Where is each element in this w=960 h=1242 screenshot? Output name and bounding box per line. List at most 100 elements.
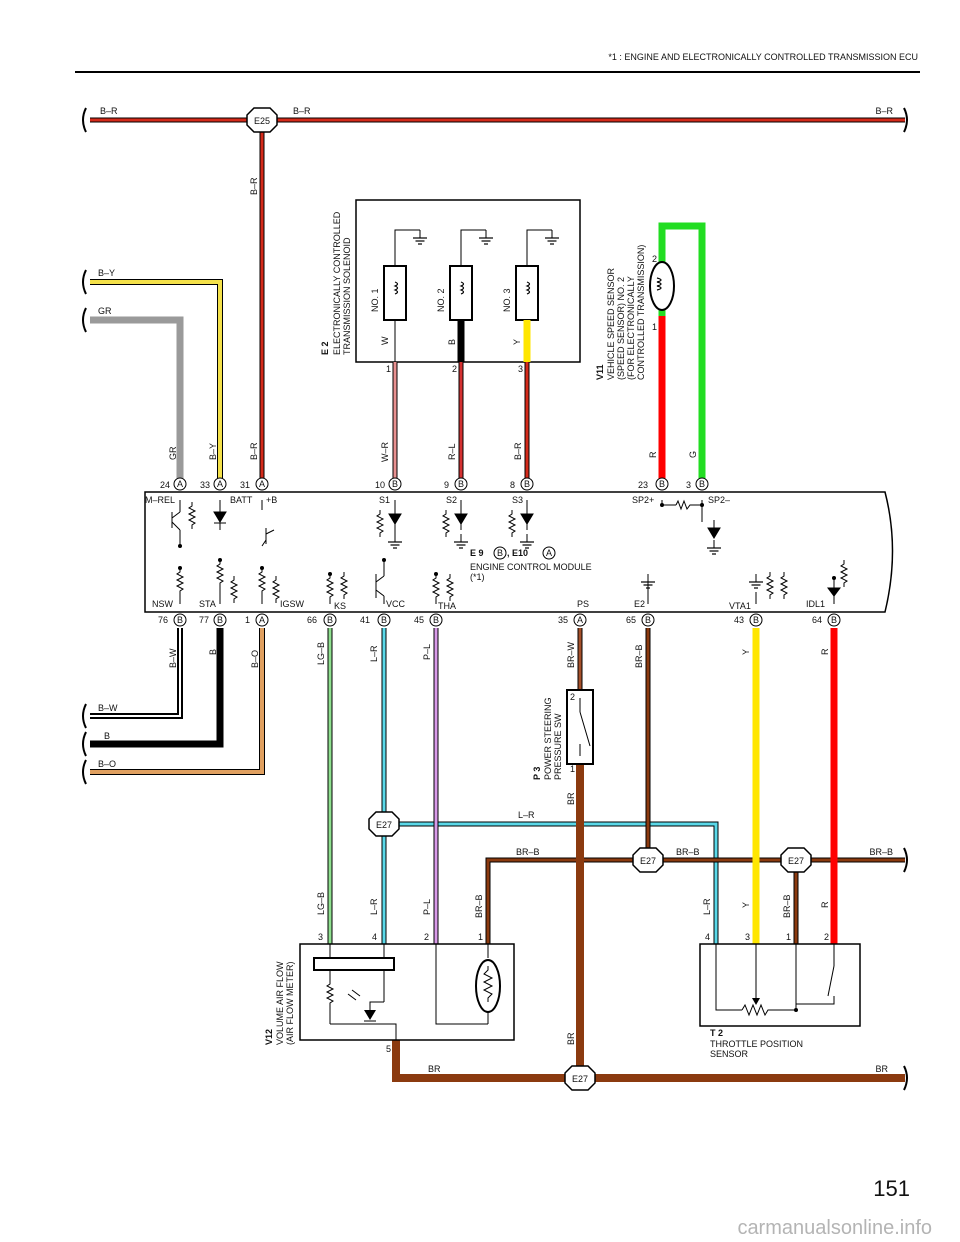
svg-text:B: B xyxy=(392,479,398,489)
svg-text:A: A xyxy=(177,479,183,489)
wire-label: L–R xyxy=(369,898,379,915)
svg-text:E2: E2 xyxy=(634,599,645,609)
wire-label: B–R xyxy=(249,177,259,195)
wire-break-mark xyxy=(903,107,908,133)
svg-text:4: 4 xyxy=(705,932,710,942)
wire-label: BR xyxy=(875,1064,888,1074)
svg-text:B: B xyxy=(381,615,387,625)
wire-label: GR xyxy=(98,306,112,316)
svg-text:S3: S3 xyxy=(512,495,523,505)
wire-label: LG–B xyxy=(316,892,326,915)
svg-text:E25: E25 xyxy=(254,116,270,126)
wire-label: R–L xyxy=(447,443,457,460)
wire-b xyxy=(90,628,224,748)
wire-label: BR–B xyxy=(516,847,540,857)
svg-text:3: 3 xyxy=(686,480,691,490)
wire-label: B–R xyxy=(513,442,523,460)
svg-text:8: 8 xyxy=(510,480,515,490)
junction-e25: E25 xyxy=(246,107,278,133)
wire-break-mark xyxy=(82,107,87,133)
wire-label: GR xyxy=(168,446,178,460)
wire-label: LG–B xyxy=(316,642,326,665)
svg-text:THROTTLE POSITION: THROTTLE POSITION xyxy=(710,1039,803,1049)
svg-text:1: 1 xyxy=(786,932,791,942)
svg-text:5: 5 xyxy=(386,1044,391,1054)
svg-text:R: R xyxy=(648,451,658,458)
wire-label: Y xyxy=(741,902,751,908)
wire-label: B–Y xyxy=(208,443,218,460)
svg-text:SP2+: SP2+ xyxy=(632,495,654,505)
svg-text:1: 1 xyxy=(478,932,483,942)
svg-text:P 3: P 3 xyxy=(532,767,542,780)
wire-break-mark xyxy=(82,759,87,785)
svg-text:SENSOR: SENSOR xyxy=(710,1049,749,1059)
wire-break-mark xyxy=(903,847,908,873)
svg-text:VCC: VCC xyxy=(386,599,406,609)
svg-text:2: 2 xyxy=(824,932,829,942)
svg-text:S2: S2 xyxy=(446,495,457,505)
wire-label: R xyxy=(820,648,830,655)
svg-text:ELECTRONICALLY CONTROLLED: ELECTRONICALLY CONTROLLED xyxy=(332,211,342,355)
svg-text:B: B xyxy=(699,479,705,489)
svg-text:, E10: , E10 xyxy=(507,548,528,558)
svg-text:B: B xyxy=(497,548,503,558)
svg-text:B: B xyxy=(753,615,759,625)
wire-label: BR–B xyxy=(869,847,893,857)
svg-text:VTA1: VTA1 xyxy=(729,601,751,611)
svg-text:G: G xyxy=(688,451,698,458)
svg-text:M–REL: M–REL xyxy=(145,495,175,505)
svg-text:33: 33 xyxy=(200,480,210,490)
wire-label: B–O xyxy=(250,650,260,668)
svg-text:NO. 2: NO. 2 xyxy=(436,288,446,312)
svg-text:VOLUME AIR FLOW: VOLUME AIR FLOW xyxy=(275,961,285,1045)
wire-break-mark xyxy=(82,731,87,757)
svg-text:A: A xyxy=(577,615,583,625)
svg-text:10: 10 xyxy=(375,480,385,490)
wire-b-o xyxy=(90,628,265,775)
svg-text:E27: E27 xyxy=(640,856,656,866)
svg-text:Y: Y xyxy=(512,339,522,345)
svg-text:B: B xyxy=(177,615,183,625)
header-note: *1 : ENGINE AND ELECTRONICALLY CONTROLLE… xyxy=(608,52,918,62)
svg-text:45: 45 xyxy=(414,615,424,625)
svg-text:B: B xyxy=(447,339,457,345)
svg-text:66: 66 xyxy=(307,615,317,625)
svg-text:W: W xyxy=(380,336,390,345)
svg-text:KS: KS xyxy=(334,601,346,611)
wire-label: BR–B xyxy=(676,847,700,857)
svg-text:35: 35 xyxy=(558,615,568,625)
top-bus-b-r xyxy=(90,117,905,484)
watermark: carmanualsonline.info xyxy=(737,1217,932,1239)
svg-text:IDL1: IDL1 xyxy=(806,599,825,609)
wire-label: Y xyxy=(741,649,751,655)
wire-label: BR xyxy=(428,1064,441,1074)
svg-text:+B: +B xyxy=(266,495,277,505)
throttle-position-sensor-t2: 4 3 1 2 T 2 THROTTLE POSITION SENSOR xyxy=(699,932,861,1059)
wire-label: L–R xyxy=(369,645,379,662)
wire-label: BR xyxy=(566,792,576,805)
svg-text:B: B xyxy=(327,615,333,625)
wire-label: B xyxy=(104,731,110,741)
svg-text:(SPEED SENSOR) NO. 2: (SPEED SENSOR) NO. 2 xyxy=(616,277,626,380)
svg-text:NO. 1: NO. 1 xyxy=(370,288,380,312)
svg-text:4: 4 xyxy=(372,932,377,942)
junction-e27: E27 xyxy=(632,847,664,873)
svg-text:1: 1 xyxy=(245,615,250,625)
svg-text:IGSW: IGSW xyxy=(280,599,305,609)
wire-label: L–R xyxy=(518,810,535,820)
svg-text:41: 41 xyxy=(360,615,370,625)
svg-text:NO. 3: NO. 3 xyxy=(502,288,512,312)
svg-text:SP2–: SP2– xyxy=(708,495,730,505)
